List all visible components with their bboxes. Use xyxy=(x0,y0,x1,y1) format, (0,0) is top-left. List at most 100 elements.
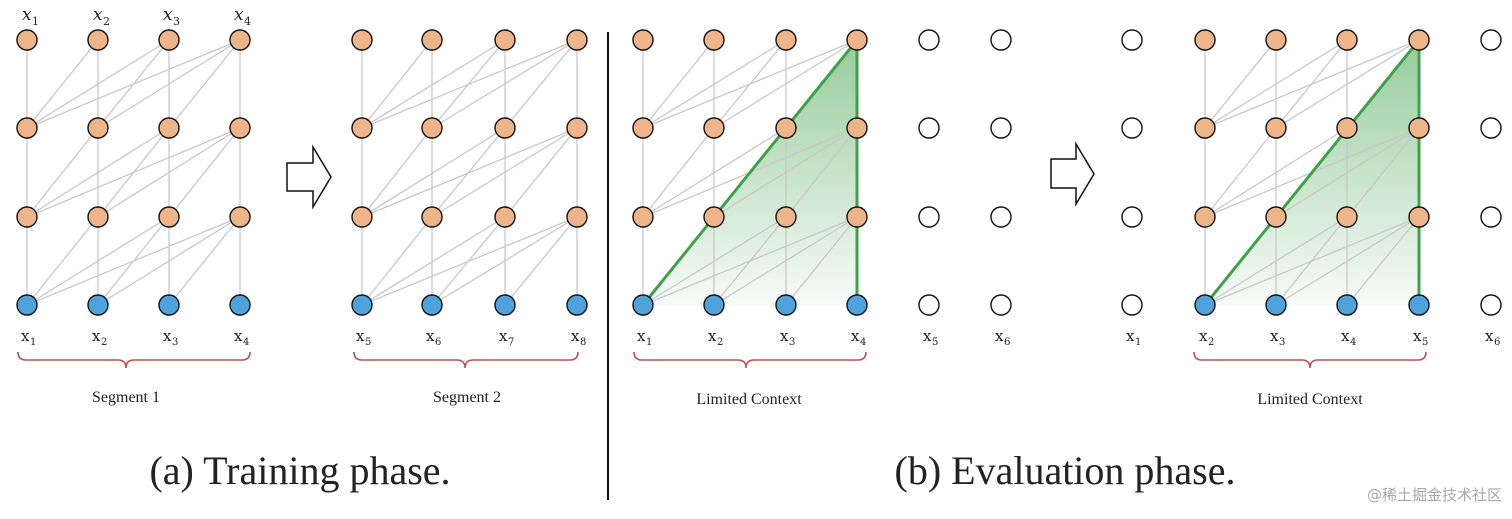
node xyxy=(494,117,516,139)
node xyxy=(918,294,940,316)
node xyxy=(566,206,588,228)
attention-edge xyxy=(26,216,170,306)
bracket-limited-context-2 xyxy=(1193,351,1427,369)
top-label-x4: x xyxy=(234,5,244,25)
attention-edge xyxy=(361,39,578,129)
x-label-sub: 5 xyxy=(932,337,938,348)
node xyxy=(775,294,797,316)
node xyxy=(1121,294,1143,316)
attention-edge xyxy=(26,127,99,218)
x-label-sub: 2 xyxy=(101,337,107,348)
attention-edge xyxy=(642,127,787,218)
node xyxy=(229,117,251,139)
x-label-sub: 1 xyxy=(1135,337,1141,348)
attention-edge xyxy=(361,216,578,306)
node xyxy=(87,206,109,228)
node xyxy=(1194,294,1216,316)
attention-edge xyxy=(642,216,787,306)
node xyxy=(1408,117,1430,139)
node xyxy=(1265,117,1287,139)
node xyxy=(229,294,251,316)
node xyxy=(1265,294,1287,316)
node xyxy=(846,206,868,228)
attention-edges xyxy=(26,39,1420,306)
node xyxy=(1194,206,1216,228)
top-label-x1: x xyxy=(22,5,32,25)
x-label: x xyxy=(1199,327,1208,345)
x-label-sub: 4 xyxy=(1350,337,1356,348)
x-label: x xyxy=(92,327,101,345)
node xyxy=(990,294,1012,316)
attention-edge xyxy=(1275,127,1420,218)
node xyxy=(775,29,797,51)
x-label-sub: 5 xyxy=(1422,337,1428,348)
x-label: x xyxy=(356,327,365,345)
x-label: x xyxy=(571,327,580,345)
node xyxy=(566,29,588,51)
attention-edge xyxy=(1204,39,1277,129)
attention-edge xyxy=(1204,127,1277,218)
node xyxy=(566,294,588,316)
bracket-segment-2 xyxy=(353,351,579,369)
attention-edge xyxy=(1204,39,1348,129)
x-label-sub: 6 xyxy=(435,337,441,348)
node xyxy=(351,294,373,316)
attention-edge xyxy=(642,127,715,218)
attention-edge xyxy=(431,127,578,218)
node-grid xyxy=(16,29,1502,316)
x-label: x xyxy=(426,327,435,345)
attention-edge xyxy=(361,127,506,218)
limited-context-label-1: Limited Context xyxy=(696,391,802,408)
node xyxy=(990,206,1012,228)
attention-edge xyxy=(361,39,433,129)
top-label-x3: x xyxy=(163,5,173,25)
attention-edge xyxy=(504,216,578,306)
x-label: x xyxy=(234,327,243,345)
node xyxy=(632,206,654,228)
x-label: x xyxy=(1270,327,1279,345)
node xyxy=(421,294,443,316)
node xyxy=(1336,294,1358,316)
node xyxy=(16,206,38,228)
attention-edge xyxy=(26,127,241,218)
x-label: x xyxy=(499,327,508,345)
attention-edge xyxy=(785,216,858,306)
top-label-x2: x xyxy=(93,5,103,25)
x-label-sub: 1 xyxy=(30,337,36,348)
node xyxy=(703,294,725,316)
attention-edge xyxy=(785,127,858,218)
node xyxy=(632,117,654,139)
node xyxy=(87,294,109,316)
node xyxy=(632,294,654,316)
right-arrow-icon xyxy=(286,144,332,210)
node xyxy=(229,29,251,51)
node xyxy=(421,117,443,139)
x-label: x xyxy=(995,327,1004,345)
attention-edge xyxy=(1275,39,1420,129)
node xyxy=(1408,29,1430,51)
x-label-sub: 2 xyxy=(717,337,723,348)
node xyxy=(703,117,725,139)
x-label-sub: 8 xyxy=(580,337,586,348)
node xyxy=(87,29,109,51)
attention-edge xyxy=(1204,216,1348,306)
node xyxy=(494,294,516,316)
attention-edge xyxy=(97,216,241,306)
x-label: x xyxy=(851,327,860,345)
attention-edge xyxy=(26,39,99,129)
bracket-segment-1 xyxy=(17,351,251,369)
attention-edge xyxy=(26,216,99,306)
right-arrow-icon-2 xyxy=(1050,141,1095,207)
node xyxy=(1336,29,1358,51)
attention-edge xyxy=(361,127,578,218)
attention-edge xyxy=(713,216,858,306)
node xyxy=(494,206,516,228)
x-label-sub: 1 xyxy=(646,337,652,348)
top-label-sub4: 4 xyxy=(244,15,251,28)
node xyxy=(1194,29,1216,51)
node xyxy=(846,117,868,139)
attention-edge xyxy=(1346,127,1420,218)
attention-edge xyxy=(361,127,433,218)
node xyxy=(351,29,373,51)
attention-edge xyxy=(97,39,241,129)
